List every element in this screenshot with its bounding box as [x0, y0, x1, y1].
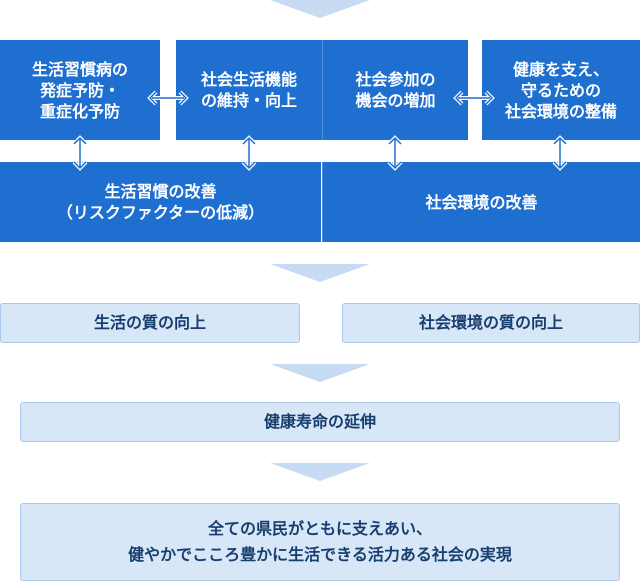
bottom-down-arrow	[270, 463, 370, 481]
horizontal-link-2	[453, 90, 495, 106]
quality-of-life-box: 生活の質の向上	[0, 303, 300, 343]
vision-box: 全ての県民がともに支えあい、 健やかでこころ豊かに生活できる活力ある社会の実現	[20, 503, 620, 581]
vertical-link-3	[387, 135, 403, 171]
social-environment-support-box: 健康を支え、 守るための 社会環境の整備	[482, 40, 640, 140]
top-down-arrow	[270, 0, 370, 18]
lifestyle-disease-prevention-box: 生活習慣病の 発症予防・ 重症化予防	[0, 40, 160, 140]
vertical-link-2	[241, 135, 257, 171]
social-environment-quality-box: 社会環境の質の向上	[342, 303, 640, 343]
vertical-link-1	[72, 135, 88, 171]
social-environment-improvement-box: 社会環境の改善	[322, 162, 640, 242]
healthy-life-expectancy-box: 健康寿命の延伸	[20, 402, 620, 442]
mid-down-arrow-1	[270, 264, 370, 282]
horizontal-link-1	[147, 90, 189, 106]
lifestyle-improvement-box: 生活習慣の改善 （リスクファクターの低減）	[0, 162, 321, 242]
mid-down-arrow-2	[270, 364, 370, 382]
social-function-box: 社会生活機能 の維持・向上	[176, 40, 322, 140]
social-participation-box: 社会参加の 機会の増加	[322, 40, 468, 140]
vertical-link-4	[552, 135, 568, 171]
